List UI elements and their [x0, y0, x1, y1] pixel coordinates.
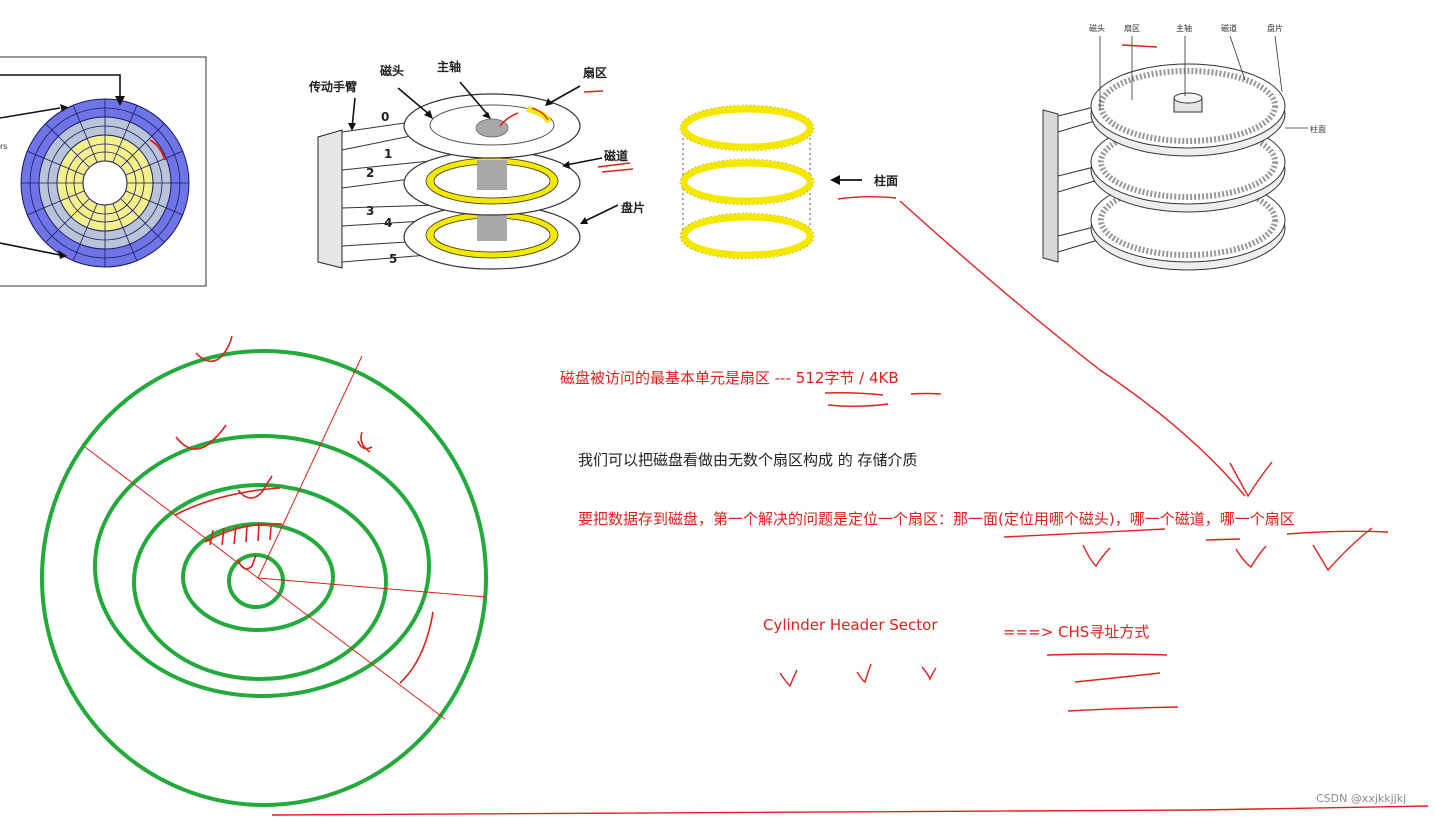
chs-addressing: ===> CHS寻址方式 [1003, 623, 1150, 641]
platter-figure-left [0, 56, 207, 287]
surface-number: 0 [381, 110, 390, 124]
disk-stack-figure [317, 81, 634, 270]
note-locate-sector: 要把数据存到磁盘，第一个解决的问题是定位一个扇区：那一面(定位用哪个磁头)，哪一… [578, 510, 1295, 528]
track-label: 磁道 [604, 149, 629, 163]
annotation-strokes [271, 200, 1429, 816]
surface-number: 3 [366, 204, 375, 218]
platter-partial-label: rs [0, 142, 8, 151]
surface-number: 2 [366, 166, 375, 180]
cylinder-figure [679, 104, 897, 260]
head-label: 磁头 [380, 64, 405, 78]
disk-stack-3d-figure [1042, 35, 1308, 271]
chs-terms: Cylinder Header Sector [763, 616, 938, 634]
spindle-label-3d: 主轴 [1176, 24, 1192, 33]
arm-label: 传动手臂 [309, 80, 358, 94]
track-label-3d: 磁道 [1221, 24, 1237, 33]
sector-label-3d: 扇区 [1124, 24, 1140, 33]
note-storage-medium: 我们可以把磁盘看做由无数个扇区构成 的 存储介质 [578, 451, 918, 469]
surface-number: 5 [389, 252, 398, 266]
cylinder-label: 柱面 [874, 174, 899, 188]
platter-label: 盘片 [621, 201, 646, 215]
spindle-label: 主轴 [437, 60, 462, 74]
sector-label: 扇区 [583, 66, 608, 80]
head-label-3d: 磁头 [1089, 24, 1105, 33]
surface-number: 1 [384, 147, 393, 161]
platter-label-3d: 盘片 [1267, 24, 1283, 33]
note-sector-size: 磁盘被访问的最基本单元是扇区 --- 512字节 / 4KB [560, 369, 899, 387]
track-circles-sketch [40, 335, 488, 807]
watermark: CSDN @xxjkkjjkj [1316, 792, 1407, 805]
cylinder-label-3d: 柱面 [1310, 125, 1326, 134]
surface-number: 4 [384, 216, 393, 230]
